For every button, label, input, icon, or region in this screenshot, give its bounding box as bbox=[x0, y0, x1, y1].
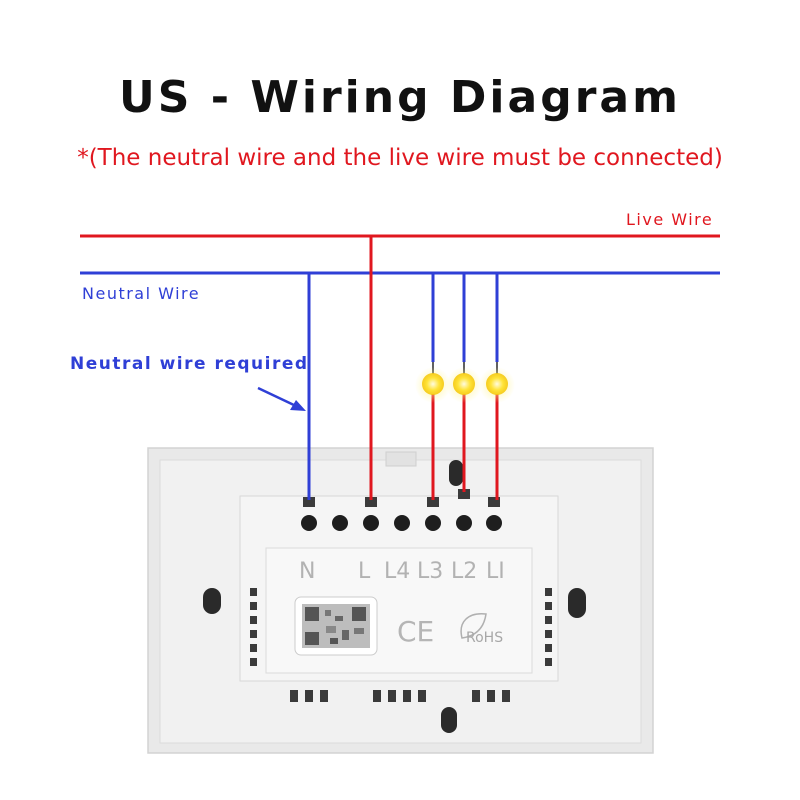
terminal-label-l2: L2 bbox=[451, 559, 477, 584]
page-title: US - Wiring Diagram bbox=[119, 72, 681, 123]
mount-hole-right bbox=[568, 588, 586, 618]
light-bulb-1 bbox=[415, 367, 451, 403]
switch-plate: CE RoHS bbox=[147, 447, 654, 754]
light-bulb-2 bbox=[446, 367, 482, 403]
terminal-label-l1: LI bbox=[486, 559, 505, 584]
rohs-leaf-icon bbox=[460, 613, 487, 639]
terminal-label-l4: L4 bbox=[384, 559, 410, 584]
terminal-label-l3: L3 bbox=[417, 559, 443, 584]
vent-slots-left bbox=[250, 588, 257, 666]
rohs-mark: RoHS bbox=[466, 630, 503, 646]
mount-hole-left bbox=[203, 588, 221, 614]
load-wires bbox=[431, 394, 499, 500]
page-subtitle: *(The neutral wire and the live wire mus… bbox=[77, 145, 723, 171]
vent-slots-bottom bbox=[290, 690, 510, 702]
neutral-wire-label: Neutral Wire bbox=[82, 284, 200, 303]
live-wire-label: Live Wire bbox=[626, 210, 713, 229]
arrow-icon bbox=[257, 386, 306, 411]
neutral-drops-bulbs bbox=[431, 273, 499, 362]
neutral-required-label: Neutral wire required bbox=[70, 354, 309, 374]
terminal-screws bbox=[301, 515, 502, 531]
mount-hole-top bbox=[449, 460, 463, 486]
terminal-label-l: L bbox=[358, 559, 371, 584]
ce-mark: CE bbox=[397, 615, 434, 648]
vent-slots-right bbox=[545, 588, 552, 666]
light-bulb-3 bbox=[479, 367, 515, 403]
terminal-label-n: N bbox=[299, 559, 315, 584]
mount-hole-bottom bbox=[441, 707, 457, 733]
terminal-labels: N L L4 L3 L2 LI bbox=[299, 559, 505, 584]
qr-code-sticker bbox=[294, 596, 378, 656]
